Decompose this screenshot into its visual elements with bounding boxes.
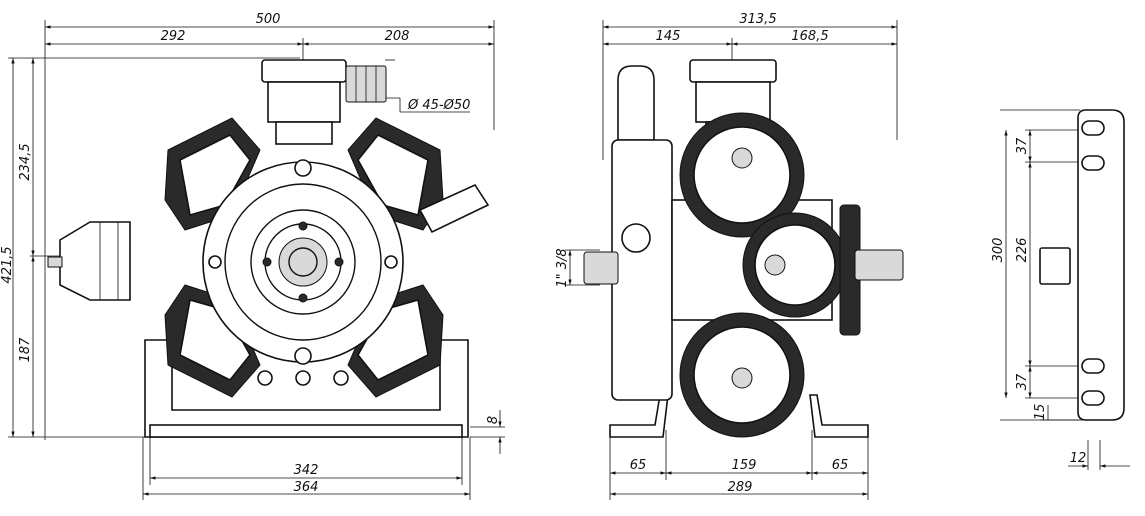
pump-base: [144, 339, 469, 438]
front-dimension-lines: [8, 20, 505, 500]
side-dim-right-part: 168,5: [791, 29, 828, 44]
inlet-cap: [261, 59, 387, 145]
front-dim-right-part: 208: [385, 29, 410, 44]
side-dim-foot-center: 159: [732, 458, 757, 473]
slot-1: [1081, 120, 1105, 136]
bracket-view: 300 226 37 37 15 12: [991, 109, 1130, 470]
slot-3: [1081, 358, 1105, 374]
slot-4: [1081, 390, 1105, 406]
side-dim-foot-left: 65: [630, 458, 647, 473]
side-dim-foot-right: 65: [832, 458, 849, 473]
outlet-pipe: [418, 183, 490, 234]
inlet-diameter-label: Ø 45-Ø50: [407, 98, 470, 113]
bracket-dimension-lines: [1000, 109, 1130, 470]
bracket-dim-slot-bottom: 37: [1015, 373, 1030, 390]
accumulator: [47, 221, 131, 301]
front-dim-base-outer: 364: [294, 480, 319, 495]
side-dim-port-thread: 1" 3/8: [555, 248, 570, 287]
side-inlet-pipe: [617, 65, 655, 141]
front-dim-total-height: 421,5: [0, 246, 15, 283]
bracket-dim-plate-thickness: 15: [1033, 404, 1048, 421]
side-view: 313,5 145 168,5 1" 3/8 65 159 65 289: [555, 12, 904, 500]
side-heads: [679, 112, 904, 438]
side-dim-foot-overall: 289: [728, 480, 753, 495]
side-dim-overall-width: 313,5: [739, 12, 776, 27]
bracket-dim-foot-thickness: 12: [1070, 451, 1087, 466]
bracket-plate: [1039, 109, 1125, 421]
bracket-dim-height: 300: [991, 238, 1006, 263]
bracket-dim-slot-top: 37: [1015, 137, 1030, 154]
side-dimension-lines: [565, 20, 898, 500]
slot-2: [1081, 155, 1105, 171]
side-dim-left-part: 145: [656, 29, 681, 44]
front-dim-foot-thickness: 8: [486, 416, 501, 424]
base-bolts: [257, 370, 349, 386]
front-dim-upper-height: 234,5: [18, 143, 33, 180]
pump-housing: [202, 159, 404, 365]
front-dim-left-part: 292: [161, 29, 186, 44]
front-dim-lower-height: 187: [18, 337, 33, 363]
front-dim-overall-width: 500: [256, 12, 281, 27]
front-view: 500 292 208 421,5 234,5 187 8 342 364 Ø …: [0, 12, 505, 500]
bracket-dim-slot-spacing: 226: [1015, 238, 1030, 263]
front-dim-base-inner: 342: [294, 463, 319, 478]
